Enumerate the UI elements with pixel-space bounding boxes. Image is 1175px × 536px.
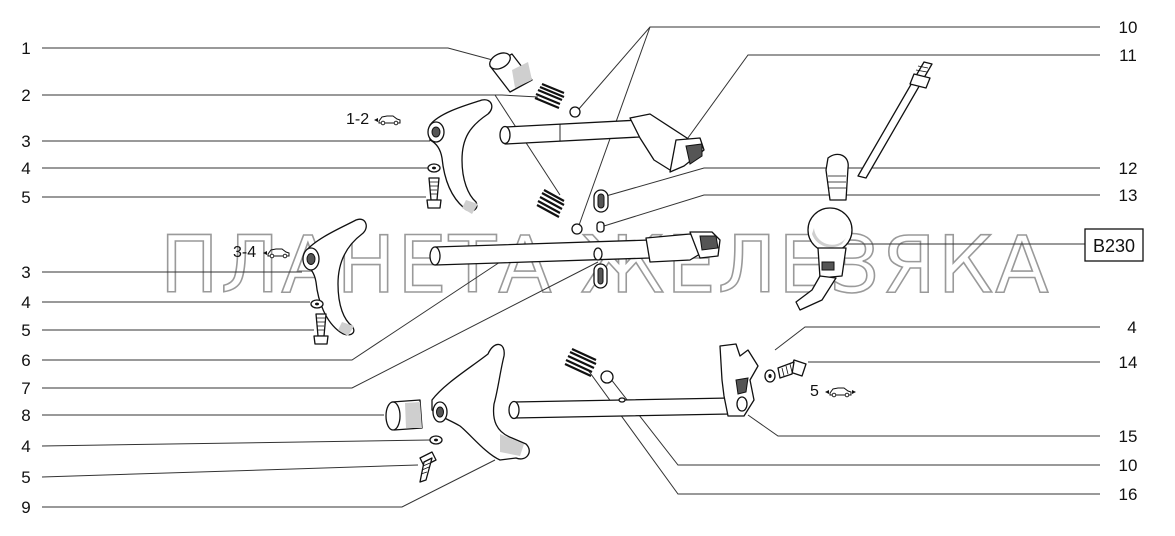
bushing-icon — [489, 52, 533, 93]
lower-shaft-icon — [508, 343, 759, 420]
ball-icon — [600, 370, 614, 384]
interlock-pin-icon — [596, 221, 605, 233]
bolt-icon — [313, 313, 329, 345]
gear-label-5-text: 5 — [810, 383, 819, 400]
callout-11: 11 — [1119, 46, 1137, 65]
callout-4a: 4 — [21, 159, 30, 178]
leader-7 — [42, 261, 599, 389]
car-direction-icon — [263, 248, 290, 259]
callout-1: 1 — [21, 39, 30, 58]
reference-box: B230 — [1084, 228, 1144, 262]
spring-middle-icon — [536, 189, 565, 218]
callout-12: 12 — [1119, 159, 1138, 178]
reference-box-label: B230 — [1093, 236, 1135, 256]
callout-10a: 10 — [1119, 18, 1138, 37]
callout-14: 14 — [1119, 353, 1138, 372]
leader-4d — [774, 326, 1100, 351]
callout-13: 13 — [1119, 186, 1138, 205]
leader-1 — [42, 47, 501, 63]
leader-13 — [603, 194, 1100, 227]
shift-fork-5-icon — [431, 343, 530, 461]
interlock-plate-lower-icon — [593, 263, 608, 289]
gear-label-1-2-text: 1-2 — [346, 111, 369, 128]
callout-9: 9 — [21, 498, 30, 517]
callout-6: 6 — [21, 351, 30, 370]
car-direction-icon — [825, 387, 856, 398]
callout-2: 2 — [21, 86, 30, 105]
washer-icon — [764, 369, 776, 383]
leader-5c — [41, 464, 419, 478]
upper-shaft-icon — [499, 113, 705, 173]
spring-upper-icon — [534, 82, 565, 110]
callout-7: 7 — [21, 379, 30, 398]
callout-5a: 5 — [21, 188, 30, 207]
leader-11 — [684, 54, 1100, 143]
gear-label-5: 5 — [810, 383, 856, 400]
callout-5b: 5 — [21, 321, 30, 340]
shift-fork-1-2-icon — [427, 99, 493, 214]
bolt-icon — [777, 359, 807, 379]
washer-icon — [310, 299, 324, 309]
shift-fork-3-4-icon — [302, 218, 367, 336]
spring-lower-icon — [564, 348, 597, 377]
ball-icon — [569, 106, 581, 118]
leader-9 — [42, 459, 496, 508]
gear-label-3-4: 3-4 — [233, 244, 290, 261]
leader-6 — [42, 261, 501, 361]
ball-icon — [571, 223, 583, 235]
callout-5c: 5 — [21, 468, 30, 487]
callout-10b: 10 — [1119, 456, 1138, 475]
callout-4c: 4 — [21, 437, 30, 456]
callout-4b: 4 — [21, 293, 30, 312]
bolt-icon — [419, 451, 437, 483]
callout-4d: 4 — [1127, 318, 1136, 337]
callouts-right: 10 11 12 13 4 14 15 10 16 — [1119, 18, 1138, 504]
leader-2 — [42, 94, 539, 98]
washer-icon — [427, 163, 441, 173]
leader-15 — [747, 414, 1100, 437]
leader-10a — [577, 26, 1100, 111]
callout-3a: 3 — [21, 132, 30, 151]
callout-3b: 3 — [21, 263, 30, 282]
callout-8: 8 — [21, 406, 30, 425]
callouts-left: 1 2 3 4 5 3 4 5 6 7 8 4 5 9 — [21, 39, 30, 517]
gear-label-3-4-text: 3-4 — [233, 244, 256, 261]
leader-2-lower — [494, 94, 561, 196]
interlock-plate-icon — [593, 189, 609, 213]
gear-lever-icon — [795, 61, 933, 311]
washer-icon — [429, 435, 443, 445]
leader-4c — [41, 439, 431, 447]
car-direction-icon — [374, 115, 401, 126]
callout-15: 15 — [1119, 427, 1138, 446]
leader-12 — [605, 167, 1100, 197]
leader-10b — [609, 377, 1100, 466]
bolt-icon — [426, 177, 442, 209]
bushing-lower-icon — [385, 399, 423, 431]
gear-label-1-2: 1-2 — [346, 111, 401, 128]
middle-shaft-icon — [429, 231, 721, 266]
callout-16: 16 — [1119, 485, 1138, 504]
